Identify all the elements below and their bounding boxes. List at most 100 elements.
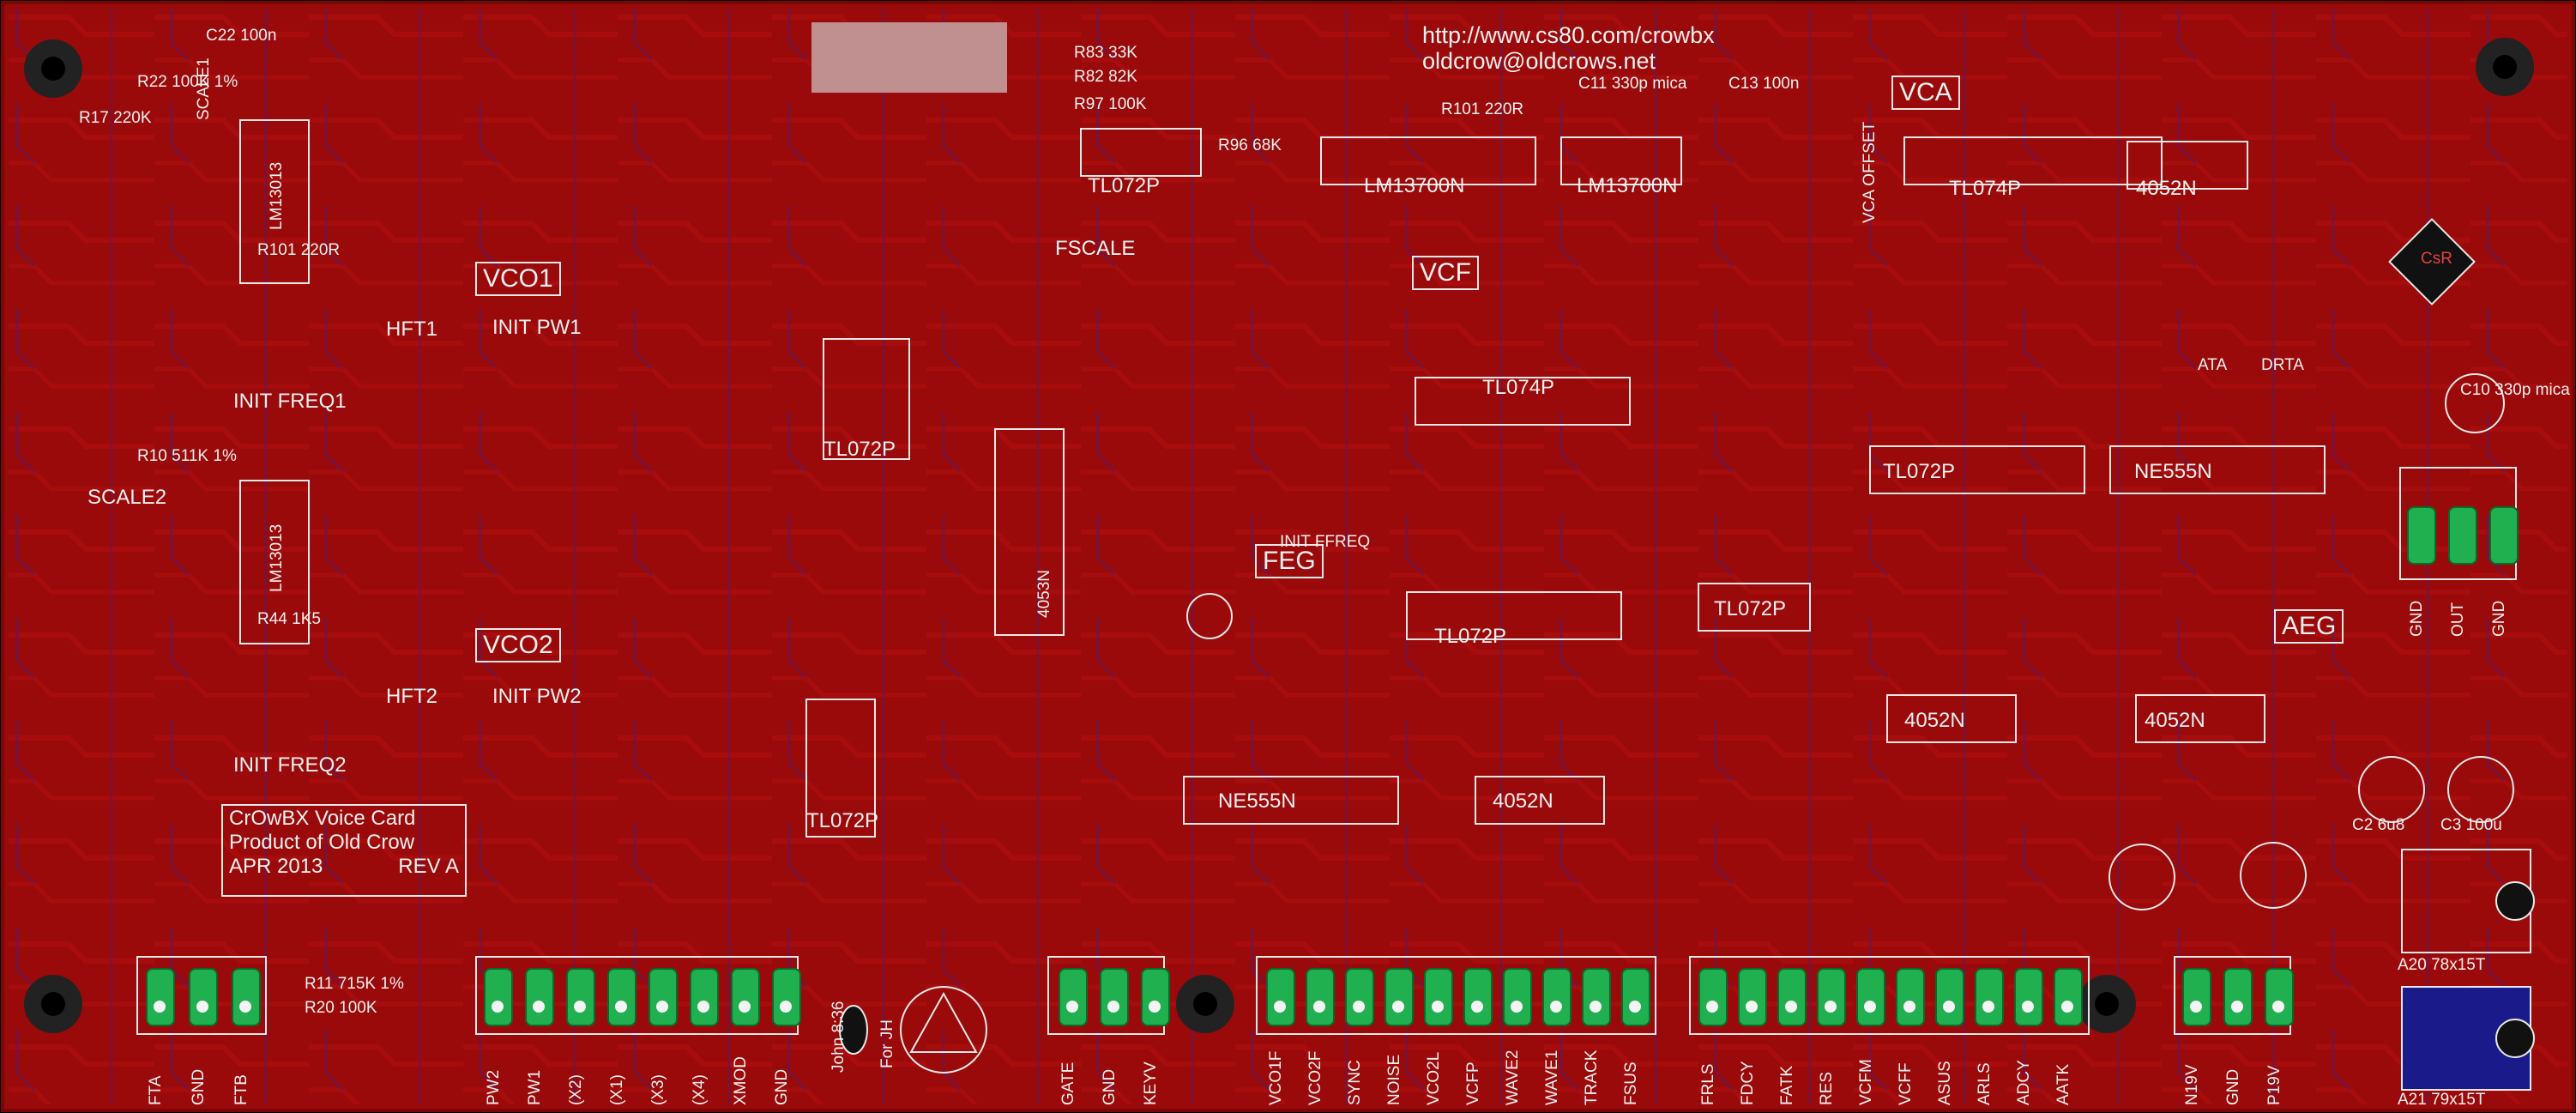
pin-ftb: FTB (232, 1074, 250, 1105)
pad-hole (1149, 1001, 1161, 1013)
mount-hole-tl (24, 39, 82, 98)
ic-a8: TL072P (806, 809, 879, 832)
ic-footprints (239, 119, 2326, 838)
pad-hole (1903, 1001, 1915, 1013)
section-feg: FEG (1255, 544, 1324, 578)
pin-aatk: AATK (2054, 1063, 2072, 1105)
pad-bb-7 (772, 968, 801, 1026)
trim-hft2: HFT2 (386, 685, 437, 708)
ic-a7: 4053N (1035, 570, 1053, 618)
pad-ee-5 (1896, 968, 1925, 1026)
pad-aa-1 (189, 968, 218, 1026)
mount-hole-bc2 (2078, 975, 2136, 1033)
pad-hole (656, 1001, 668, 1013)
mount-hole-tr (2476, 38, 2534, 96)
section-vca: VCA (1891, 76, 1960, 110)
ic-ic3: 4052N (2145, 709, 2205, 732)
pin-gnd-aa: GND (190, 1068, 208, 1105)
pad-hole (1313, 1001, 1325, 1013)
trim-fscale: FSCALE (1055, 237, 1136, 260)
reg-a20: A20 78x15T (2398, 956, 2486, 974)
pad-dd-4 (1424, 968, 1453, 1026)
ic-a17: NE555N (2134, 460, 2212, 483)
cap-c4: C3 100u (2440, 816, 2502, 834)
res-r40: R101 220R (257, 241, 341, 259)
pad-ee-3 (1817, 968, 1846, 1026)
pad-dd-0 (1266, 968, 1295, 1026)
pin-vco2f: VCO2F (1306, 1050, 1324, 1105)
cap-c22: C22 100n (206, 27, 277, 45)
label-sticker (811, 22, 1007, 93)
pin-x3: (X3) (649, 1074, 667, 1105)
pad-dd-5 (1463, 968, 1493, 1026)
trim-ata: ATA (2198, 356, 2228, 374)
pad-hole (615, 1001, 627, 1013)
pin-vco2l: VCO2L (1425, 1051, 1443, 1105)
res-r19: R20 100K (305, 999, 377, 1017)
pad-ee-6 (1935, 968, 1964, 1026)
pad-hole (154, 1001, 166, 1013)
pad-cc-0 (1059, 968, 1088, 1026)
board-email: oldcrow@oldcrows.net (1422, 48, 1656, 74)
ic-a14: TL072P (1434, 625, 1507, 648)
pin-fta: FTA (147, 1075, 165, 1105)
csr-logo (2388, 218, 2476, 305)
res-r83: R83 33K (1074, 44, 1137, 62)
ic-a16: 4052N (2136, 177, 2197, 200)
pin-vcff: VCFF (1897, 1062, 1915, 1105)
pad-cc-1 (1100, 968, 1129, 1026)
pad-ff-1 (2223, 968, 2253, 1026)
pad-ff-2 (2265, 968, 2294, 1026)
pin-xmod: XMOD (732, 1056, 750, 1105)
pin-arls: ARLS (1976, 1062, 1994, 1105)
pin-vcfm: VCFM (1857, 1059, 1875, 1105)
pad-bb-1 (525, 968, 554, 1026)
pin-x2: (X2) (567, 1074, 585, 1105)
pin-wave2: WAVE2 (1504, 1049, 1522, 1105)
pad-aa-0 (146, 968, 175, 1026)
cap-c3: C2 6u8 (2352, 816, 2405, 834)
pin-wave1: WAVE1 (1543, 1049, 1561, 1105)
trim-init-pw1: INIT PW1 (492, 316, 582, 339)
pad-hole (1590, 1001, 1602, 1013)
res-r96: R96 68K (1218, 136, 1282, 154)
ic-a10: LM13700N (1364, 174, 1465, 197)
dedication-jh: For JH (878, 1019, 896, 1068)
pad-dd-1 (1306, 968, 1335, 1026)
ic-ic6: NE555N (1218, 789, 1296, 813)
pad-hole (239, 1001, 251, 1013)
logo-text: CsR (2421, 250, 2452, 268)
pad-hole (2022, 1001, 2034, 1013)
pad-gg-2 (2489, 506, 2519, 565)
section-aeg: AEG (2274, 609, 2344, 644)
pad-bb-0 (484, 968, 513, 1026)
pad-dd-7 (1542, 968, 1572, 1026)
pad-hole (1864, 1001, 1876, 1013)
pad-bb-2 (566, 968, 595, 1026)
trace-layer (9, 9, 2567, 1104)
pin-res: RES (1818, 1071, 1836, 1105)
ic-a2: LM13013 (268, 523, 286, 592)
pad-hole (1825, 1001, 1837, 1013)
pin-track: TRACK (1583, 1049, 1601, 1105)
pad-bb-5 (690, 968, 719, 1026)
pad-hole (1746, 1001, 1758, 1013)
res-r17: R17 220K (79, 109, 152, 127)
pad-dd-9 (1621, 968, 1650, 1026)
pin-asus: ASUS (1936, 1061, 1954, 1105)
ic-a5: TL072P (823, 438, 896, 461)
pad-dd-8 (1582, 968, 1611, 1026)
pin-fdcy: FDCY (1739, 1061, 1757, 1105)
pin-gate: GATE (1059, 1062, 1077, 1105)
pad-hole (1982, 1001, 1994, 1013)
pad-hole (780, 1001, 792, 1013)
ic-a1: LM13013 (268, 161, 286, 230)
pad-ee-8 (2014, 968, 2043, 1026)
pad-hole (1471, 1001, 1483, 1013)
trim-scale2: SCALE2 (87, 486, 167, 509)
pad-hole (1629, 1001, 1641, 1013)
pin-sync: SYNC (1346, 1060, 1364, 1105)
pin-pw2: PW2 (485, 1069, 503, 1105)
pin-pw1: PW1 (526, 1069, 544, 1105)
